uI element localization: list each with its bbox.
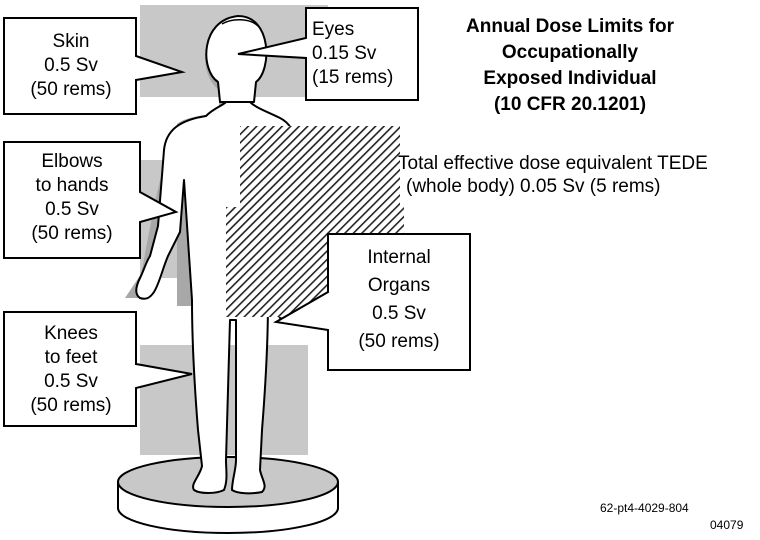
callout-eyes: Eyes 0.15 Sv (15 rems) [312,18,420,90]
callout-elbows-line: 0.5 Sv [6,198,138,222]
title-line: Occupationally [420,40,720,66]
callout-organs-line: Organs [330,272,468,300]
callout-eyes-line: 0.15 Sv [312,42,420,66]
callout-elbows-line: (50 rems) [6,222,138,246]
callout-elbows: Elbows to hands 0.5 Sv (50 rems) [6,150,138,246]
hatch-torso-block [240,126,400,208]
title-line: Exposed Individual [420,66,720,92]
callout-elbows-line: Elbows [6,150,138,174]
callout-skin-line: Skin [6,30,136,54]
callout-knees-line: (50 rems) [6,394,136,418]
callout-knees-line: Knees [6,322,136,346]
callout-knees: Knees to feet 0.5 Sv (50 rems) [6,322,136,418]
callout-skin-line: (50 rems) [6,78,136,102]
pedestal [118,457,338,533]
figure-id: 62-pt4-4029-804 04079 [600,500,760,534]
callout-organs: Internal Organs 0.5 Sv (50 rems) [330,244,468,356]
callout-eyes-line: Eyes [312,18,420,42]
figure-id-line: 62-pt4-4029-804 [600,500,760,517]
callout-organs-line: Internal [330,244,468,272]
title-line: (10 CFR 20.1201) [420,92,720,118]
tede-line: (whole body) 0.05 Sv (5 rems) [398,175,760,198]
tede-label: Total effective dose equivalent TEDE (wh… [398,152,760,198]
diagram-title: Annual Dose Limits for Occupationally Ex… [420,14,720,118]
tede-line: Total effective dose equivalent TEDE [398,152,760,175]
callout-organs-line: 0.5 Sv [330,300,468,328]
callout-knees-line: 0.5 Sv [6,370,136,394]
callout-eyes-line: (15 rems) [312,66,420,90]
title-line: Annual Dose Limits for [420,14,720,40]
callout-knees-line: to feet [6,346,136,370]
callout-organs-line: (50 rems) [330,328,468,356]
callout-skin: Skin 0.5 Sv (50 rems) [6,30,136,102]
figure-id-line: 04079 [600,517,760,534]
callout-skin-line: 0.5 Sv [6,54,136,78]
callout-elbows-line: to hands [6,174,138,198]
